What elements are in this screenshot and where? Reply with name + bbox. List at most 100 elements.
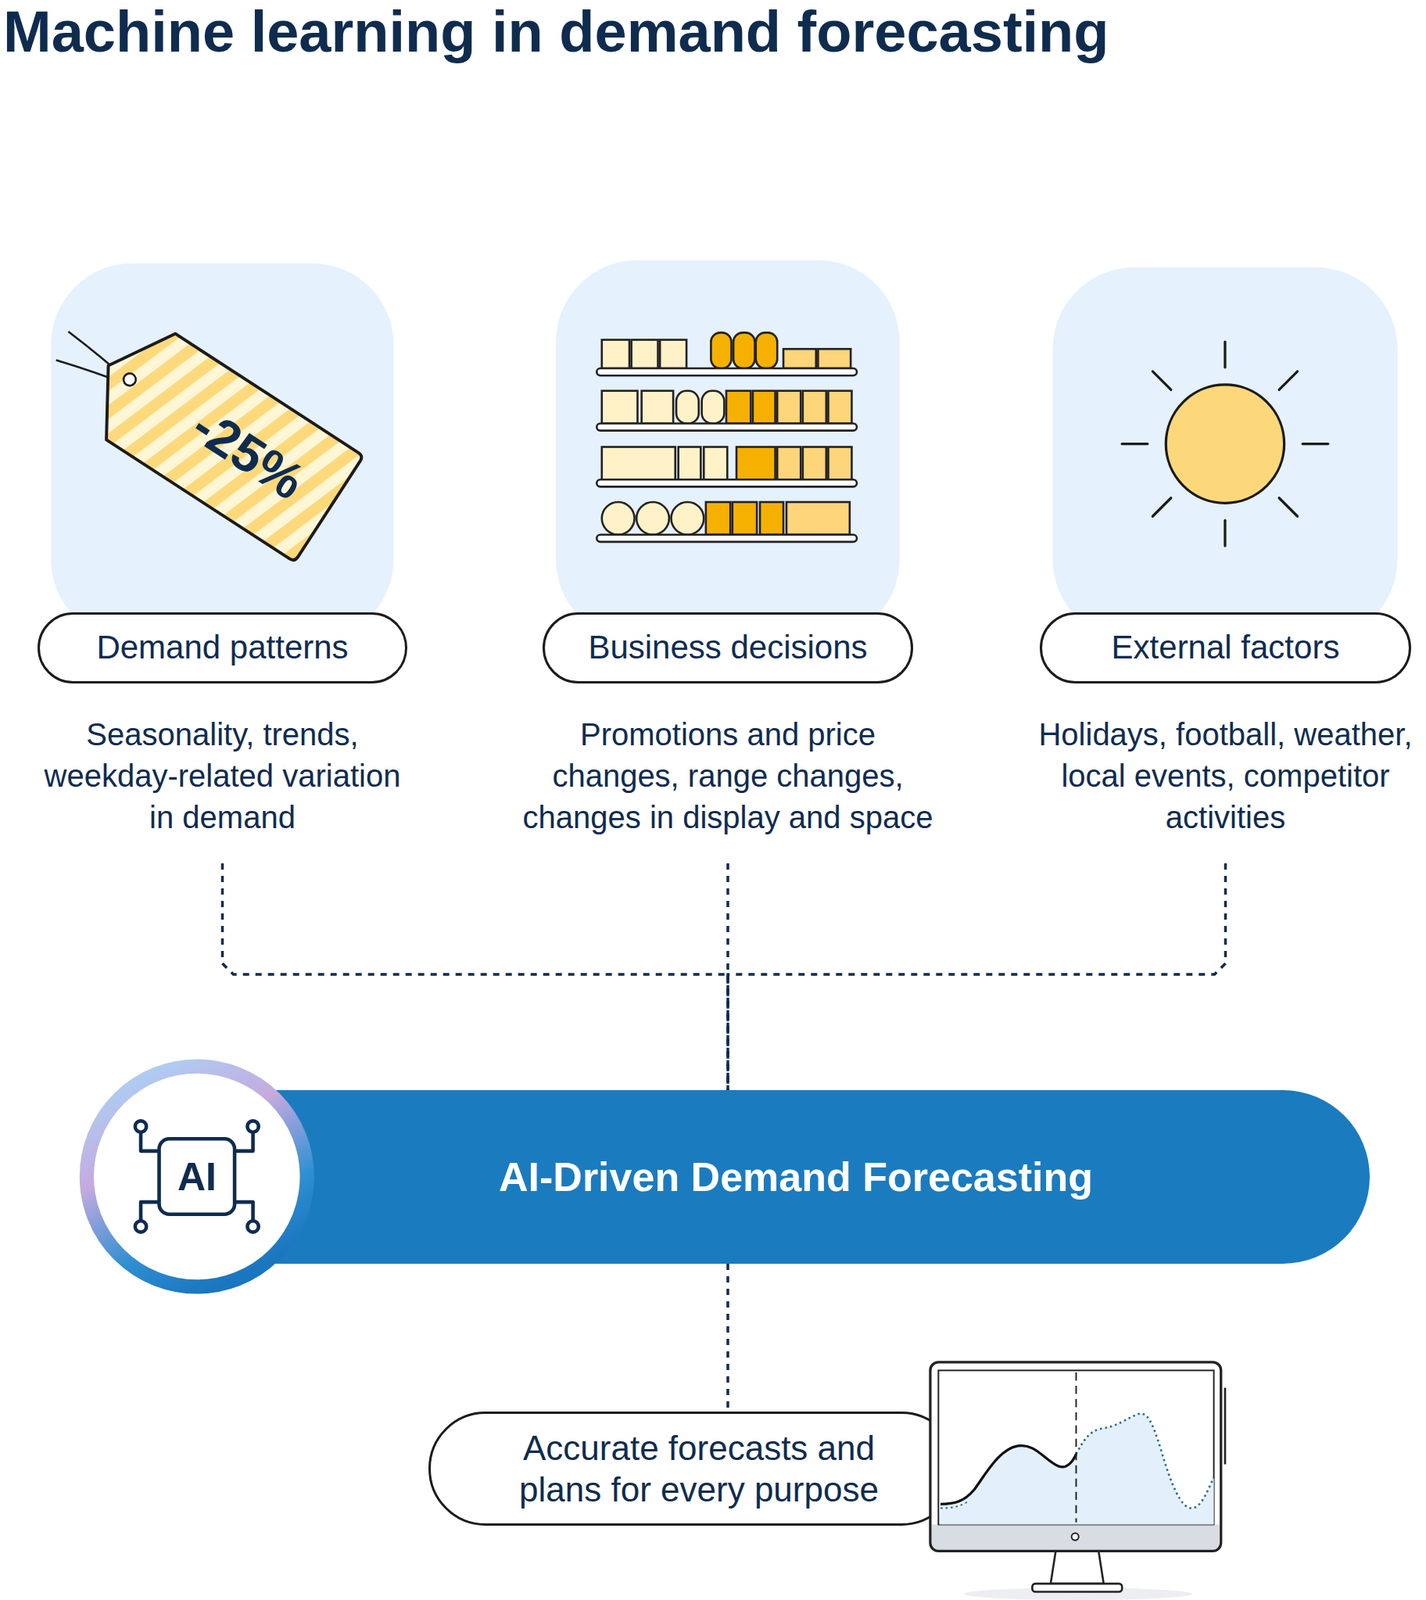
chip-pin-end: [247, 1220, 258, 1232]
shelf-item: [710, 332, 731, 369]
chip-pin: [234, 1132, 253, 1151]
shelf-item: [817, 348, 851, 369]
sun-ray: [1223, 519, 1226, 546]
chip-pin-end: [135, 1120, 147, 1132]
shelf-item: [732, 501, 757, 535]
shelf-item: [601, 390, 638, 424]
shelf-item: [703, 447, 728, 481]
shelf-item: [786, 501, 850, 535]
monitor-shadow: [963, 1587, 1193, 1600]
sun-ray: [1279, 498, 1298, 516]
description-block: Promotions and price changes, range chan…: [516, 713, 939, 839]
shelf-item: [678, 447, 702, 481]
shelf-item: [736, 447, 776, 481]
monitor-stand: [1050, 1550, 1104, 1584]
monitor-fill: [930, 1361, 1222, 1551]
shelf-item: [777, 390, 801, 424]
shelf-board: [596, 534, 857, 542]
forecast-line: [940, 1501, 968, 1509]
price-tag: [56, 312, 364, 563]
shelf-board: [596, 423, 857, 431]
dashed-connector: [727, 863, 1226, 1090]
pill-description: Promotions and price changes, range chan…: [516, 713, 939, 839]
pill-description: Seasonality, trends, weekday-related var…: [36, 713, 409, 839]
pill-outline: External factors: [1039, 612, 1412, 684]
chip-pin-end: [135, 1220, 147, 1232]
pill-description: Holidays, football, weather, local event…: [1022, 713, 1426, 839]
monitor-screen: [938, 1369, 1214, 1524]
output-pill: Accurate forecasts and plans for every p…: [428, 1411, 959, 1526]
backdrop-blob: [555, 260, 900, 642]
shelf-item: [631, 340, 659, 370]
sun-ray: [1223, 341, 1226, 368]
forecast-area: [939, 1413, 1215, 1525]
history-line: [940, 1445, 1077, 1505]
shelf-item: [601, 447, 676, 481]
chip-label: AI: [177, 1157, 217, 1197]
sun-ray: [1152, 498, 1171, 516]
shelf-item: [827, 447, 852, 481]
pill-heading: Business decisions: [587, 629, 868, 666]
backdrop-blob: [50, 263, 394, 642]
category-pill: Business decisionsPromotions and price c…: [542, 612, 914, 864]
output-label: Accurate forecasts and plans for every p…: [499, 1426, 899, 1510]
forecast-line: [1075, 1413, 1214, 1509]
sun-ray: [1152, 371, 1171, 390]
sun-illustration: [1121, 341, 1329, 546]
shelf-item: [733, 332, 755, 369]
shelf-item: [641, 390, 674, 424]
category-pill: External factorsHolidays, football, weat…: [1039, 612, 1412, 864]
shelf-item: [671, 501, 705, 535]
shelf-item: [755, 332, 778, 369]
tag-body: [74, 312, 364, 563]
shelf-item: [659, 340, 687, 370]
discount-label: -25%: [183, 398, 313, 508]
shelf-item: [802, 447, 827, 481]
tag-hole: [121, 370, 139, 388]
dashed-connector: [222, 863, 729, 1090]
shelf-item: [802, 390, 827, 424]
pill-heading: External factors: [1111, 629, 1341, 666]
sun-ray: [1302, 442, 1329, 445]
monitor-base: [1031, 1583, 1122, 1591]
shelf-item: [827, 390, 852, 424]
shelf-illustration: [596, 332, 857, 542]
pill-outline: Business decisions: [542, 612, 914, 684]
today-marker: [1075, 1372, 1078, 1523]
shelf-item: [752, 390, 776, 424]
sun-ray: [1279, 371, 1298, 390]
shelf-item: [676, 390, 699, 424]
description-block: Seasonality, trends, weekday-related var…: [36, 713, 409, 839]
dashed-connector: [726, 863, 730, 1090]
monitor-edge: [1224, 1387, 1227, 1465]
band-label: AI-Driven Demand Forecasting: [498, 1153, 1093, 1201]
description-block: Holidays, football, weather, local event…: [1022, 713, 1426, 839]
monitor-frame: [930, 1361, 1222, 1551]
shelf-item: [726, 390, 751, 424]
tag-string: [68, 331, 133, 385]
badge-ring: [86, 1066, 308, 1287]
monitor-bezel: [931, 1523, 1220, 1549]
shelf-item: [705, 501, 731, 535]
tag-string: [56, 360, 133, 387]
monitor-illustration: [930, 1361, 1226, 1600]
category-pill: Demand patternsSeasonality, trends, week…: [37, 612, 408, 864]
backdrop-blob: [1052, 267, 1398, 642]
diagram-title: Machine learning in demand forecasting: [3, 3, 1110, 61]
shelf-item: [636, 501, 670, 535]
pill-outline: Demand patterns: [37, 612, 408, 684]
pill-heading: Demand patterns: [96, 629, 348, 666]
shelf-item: [777, 447, 801, 481]
chip-pin-end: [247, 1120, 258, 1132]
sun-disc: [1165, 384, 1284, 503]
chip-pin: [140, 1201, 159, 1220]
monitor-button: [1071, 1533, 1079, 1541]
ai-badge: [86, 1066, 308, 1287]
shelf-item: [702, 390, 725, 424]
shelf-item: [759, 501, 784, 535]
shelf-board: [596, 368, 857, 376]
